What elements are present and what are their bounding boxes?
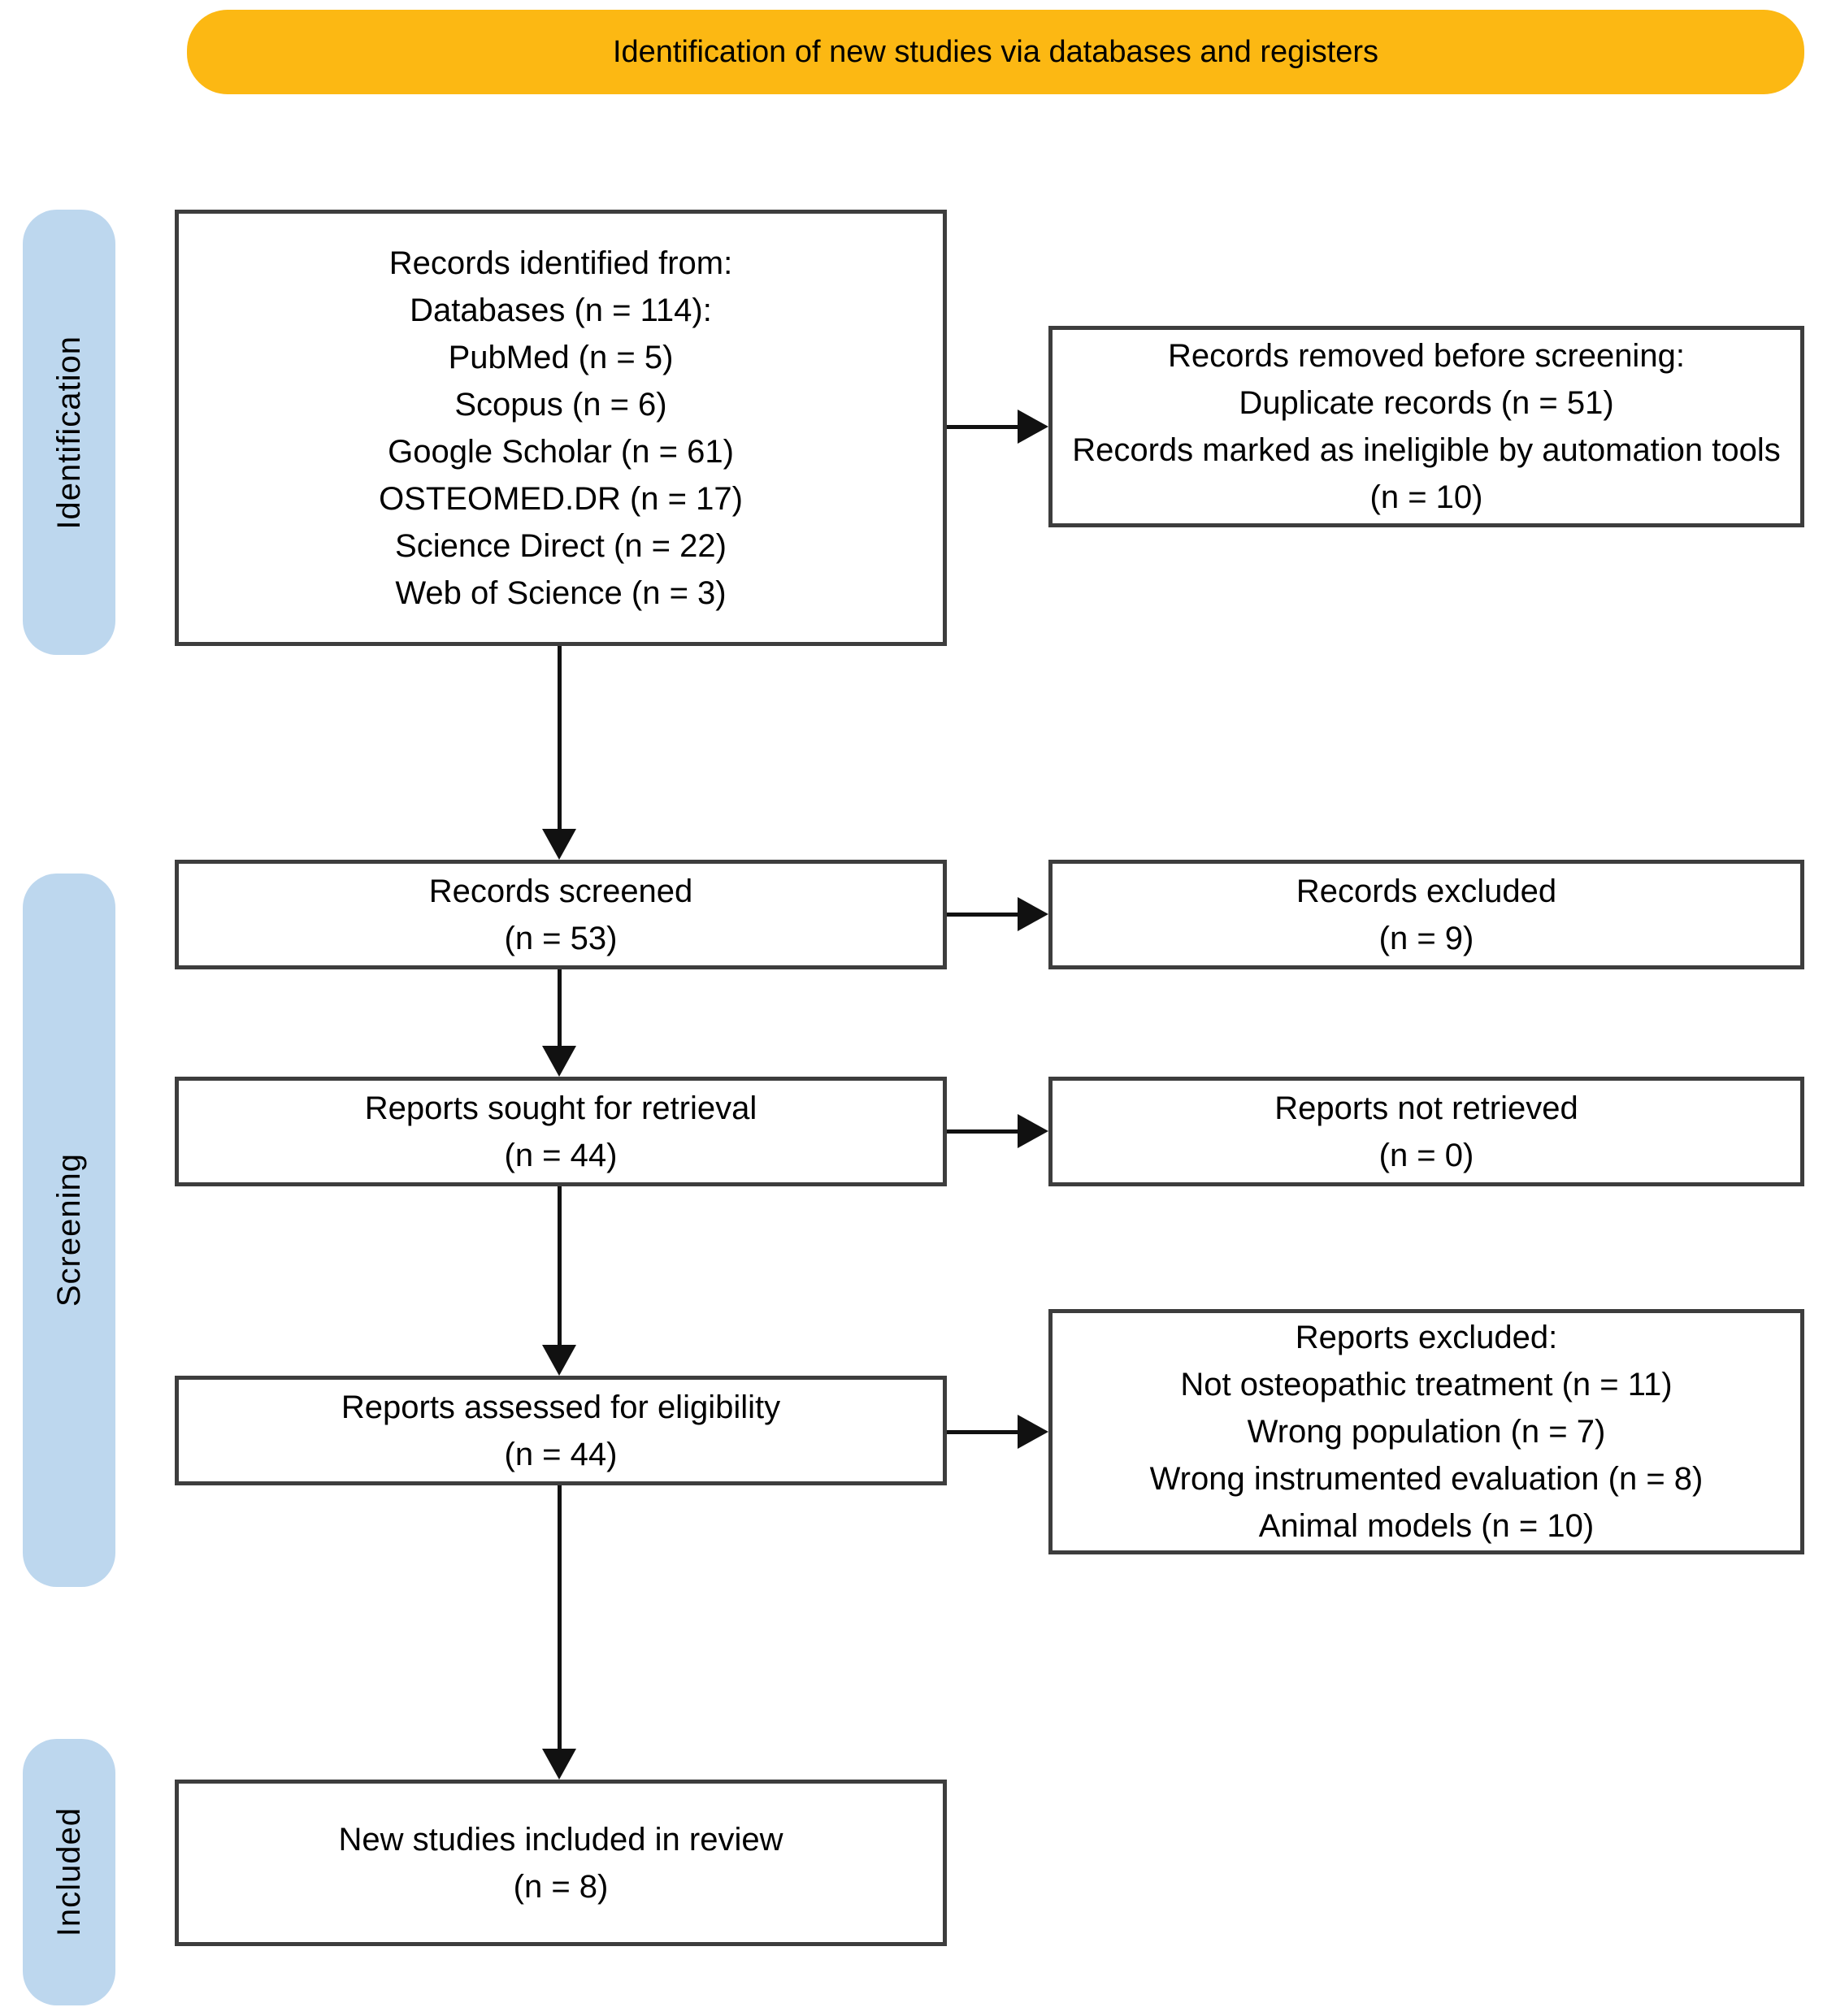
arrow-head-down-icon (542, 829, 576, 860)
box-reports-not-retrieved: Reports not retrieved (n = 0) (1048, 1077, 1804, 1186)
box-records-removed-before-screening: Records removed before screening: Duplic… (1048, 326, 1804, 527)
stage-label-identification: Identification (50, 335, 87, 530)
arrow-line (558, 969, 562, 1048)
banner-identification-of-new-studies: Identification of new studies via databa… (187, 10, 1804, 94)
box-reports-excluded: Reports excluded: Not osteopathic treatm… (1048, 1309, 1804, 1554)
arrow-line (558, 1485, 562, 1751)
arrow-head-right-icon (1018, 1415, 1048, 1449)
box-new-studies-included-in-review: New studies included in review (n = 8) (175, 1780, 947, 1946)
arrow-line (558, 646, 562, 831)
arrow-head-right-icon (1018, 1114, 1048, 1148)
arrow-line (947, 1129, 1022, 1134)
arrow-line (947, 1430, 1022, 1434)
stage-label-included: Included (50, 1807, 87, 1937)
arrow-line (947, 913, 1022, 917)
arrow-head-down-icon (542, 1749, 576, 1780)
box-records-identified: Records identified from: Databases (n = … (175, 210, 947, 646)
arrow-head-right-icon (1018, 897, 1048, 931)
stage-pill-included: Included (23, 1739, 115, 2005)
box-records-screened: Records screened (n = 53) (175, 860, 947, 969)
banner-label: Identification of new studies via databa… (612, 34, 1379, 69)
box-reports-assessed-for-eligibility: Reports assessed for eligibility (n = 44… (175, 1376, 947, 1485)
box-reports-sought-for-retrieval: Reports sought for retrieval (n = 44) (175, 1077, 947, 1186)
stage-pill-identification: Identification (23, 210, 115, 655)
arrow-line (947, 425, 1022, 429)
arrow-head-right-icon (1018, 410, 1048, 444)
stage-label-screening: Screening (50, 1153, 87, 1307)
arrow-line (558, 1186, 562, 1347)
stage-pill-screening: Screening (23, 874, 115, 1587)
arrow-head-down-icon (542, 1046, 576, 1077)
arrow-head-down-icon (542, 1345, 576, 1376)
box-records-excluded: Records excluded (n = 9) (1048, 860, 1804, 969)
